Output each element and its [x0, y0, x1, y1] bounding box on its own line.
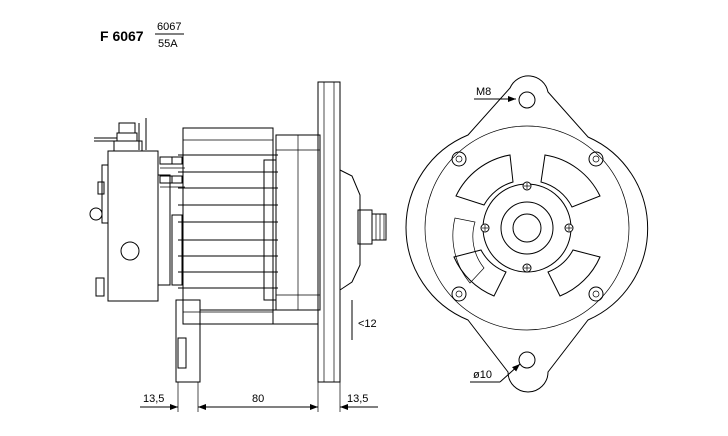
fraction-top: 6067	[157, 21, 181, 33]
regulator-housing	[89, 150, 171, 302]
vent-openings	[452, 154, 601, 297]
stator-body	[171, 127, 278, 325]
drive-shaft	[371, 213, 387, 241]
length-dimensions: 13,5 80 13,5	[140, 382, 378, 412]
thread-callout: M8	[474, 86, 516, 102]
mounting-flange	[175, 81, 341, 383]
front-nose	[339, 169, 387, 291]
shaft-hole	[512, 213, 542, 243]
regulator-screw	[120, 241, 140, 261]
hole-callout: ø10	[470, 363, 521, 383]
terminal-stud	[94, 118, 147, 152]
hole-diameter-label: ø10	[473, 369, 492, 381]
dim-right-flange: 13,5	[347, 393, 368, 405]
front-cover	[275, 134, 321, 311]
mount-offset-label: <12	[358, 318, 377, 330]
dim-body-length: 80	[252, 393, 264, 405]
bottom-mount-hole	[518, 351, 536, 369]
rear-mount-ear	[175, 299, 201, 383]
corner-bolts	[451, 151, 604, 302]
top-mount-hole	[518, 91, 536, 109]
bearing-ring	[482, 183, 572, 273]
fraction-bottom: 55A	[158, 38, 178, 50]
mount-offset-marker: <12	[351, 300, 377, 340]
front-view: M8 ø10	[405, 75, 649, 393]
housing-outline	[405, 75, 649, 393]
model-number: F 6067	[100, 28, 144, 44]
hub-screws	[480, 181, 574, 273]
title-block: F 6067 6067 55A	[100, 21, 184, 50]
thread-label: M8	[476, 86, 491, 98]
side-view: <12	[89, 81, 387, 383]
dim-left-flange: 13,5	[143, 393, 164, 405]
terminal-nuts	[159, 156, 185, 188]
